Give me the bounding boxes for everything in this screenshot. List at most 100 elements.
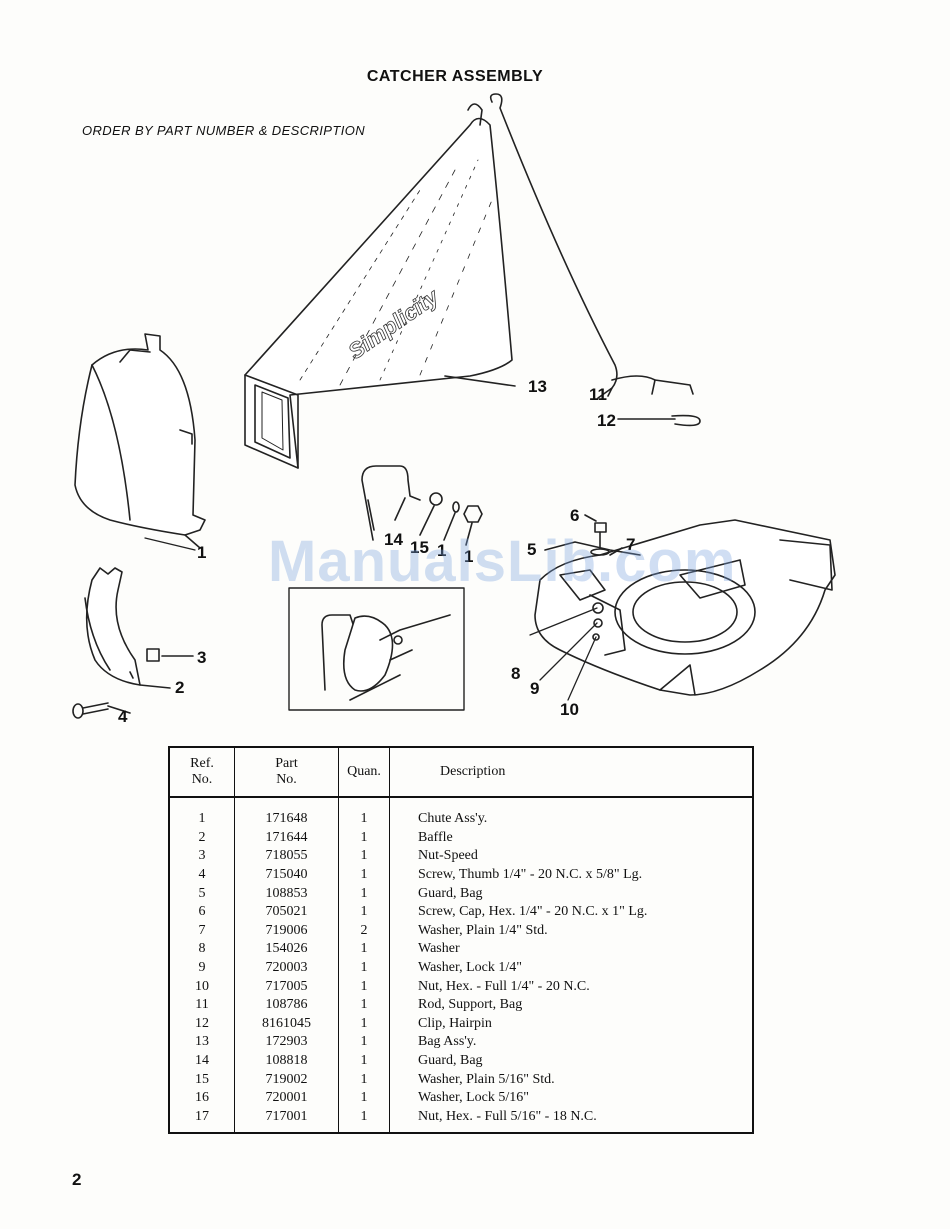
- cell-quan: 1: [338, 828, 390, 848]
- cell-ref-no: 16: [169, 1088, 235, 1108]
- cell-ref-no: 11: [169, 995, 235, 1015]
- cell-description: Nut, Hex. - Full 1/4" - 20 N.C.: [418, 978, 590, 994]
- cell-description: Baffle: [418, 829, 453, 845]
- cell-quan: 1: [338, 884, 390, 903]
- cap-screw-drawing: [544, 514, 641, 556]
- detail-inset-drawing: [288, 587, 465, 711]
- callout-8: 8: [511, 664, 520, 683]
- cell-quan: 1: [338, 1070, 390, 1089]
- cell-description: Bag Ass'y.: [418, 1034, 477, 1050]
- cell-description: Guard, Bag: [418, 885, 483, 901]
- cell-part-no: 715040: [234, 865, 339, 885]
- thumb-screw-drawing: [72, 702, 131, 719]
- cell-quan: 1: [338, 1033, 390, 1052]
- cell-ref-no: 8: [169, 940, 235, 959]
- cell-ref-no: 5: [169, 884, 235, 903]
- cell-ref-no: 4: [169, 865, 235, 885]
- cell-description: Washer, Lock 1/4": [418, 960, 522, 976]
- callout-7: 7: [626, 535, 635, 554]
- cell-part-no: 171648: [234, 797, 339, 829]
- bag-guard-drawing: [361, 465, 483, 546]
- cell-quan: 1: [338, 1107, 390, 1134]
- callout-16: 1: [437, 541, 446, 560]
- header-ref-no: Ref.No.: [169, 747, 235, 798]
- cell-part-no: 108786: [234, 995, 339, 1015]
- cell-ref-no: 17: [169, 1107, 235, 1134]
- cell-description: Screw, Thumb 1/4" - 20 N.C. x 5/8" Lg.: [418, 867, 643, 883]
- cell-ref-no: 1: [169, 797, 235, 829]
- cell-part-no: 719006: [234, 921, 339, 941]
- cell-part-no: 172903: [234, 1033, 339, 1052]
- callout-12: 12: [597, 411, 616, 430]
- cell-part-no: 108818: [234, 1051, 339, 1071]
- cell-part-no: 718055: [234, 847, 339, 866]
- cell-ref-no: 6: [169, 902, 235, 922]
- cell-description: Washer: [418, 941, 460, 957]
- cell-part-no: 8161045: [234, 1014, 339, 1034]
- cell-description: Clip, Hairpin: [418, 1015, 492, 1031]
- callout-3: 3: [197, 648, 206, 667]
- cell-part-no: 108853: [234, 884, 339, 903]
- callout-6: 6: [570, 506, 579, 525]
- cell-ref-no: 3: [169, 847, 235, 866]
- cell-description: Nut, Hex. - Full 5/16" - 18 N.C.: [418, 1108, 597, 1124]
- hairpin-clip-drawing: [617, 414, 701, 427]
- cell-description: Guard, Bag: [418, 1053, 483, 1069]
- callout-10: 10: [560, 700, 579, 719]
- cell-quan: 1: [338, 1014, 390, 1034]
- cell-ref-no: 12: [169, 1014, 235, 1034]
- rod-support-drawing: [489, 93, 694, 399]
- cell-description: Washer, Plain 1/4" Std.: [418, 922, 548, 938]
- cell-quan: 1: [338, 1088, 390, 1108]
- page-number: 2: [72, 1170, 82, 1189]
- cell-ref-no: 7: [169, 921, 235, 941]
- cell-quan: 1: [338, 865, 390, 885]
- cell-description: Chute Ass'y.: [418, 811, 488, 827]
- cell-quan: 1: [338, 940, 390, 959]
- cell-quan: 1: [338, 1051, 390, 1071]
- cell-quan: 1: [338, 958, 390, 978]
- cell-ref-no: 14: [169, 1051, 235, 1071]
- callout-5: 5: [527, 540, 536, 559]
- cell-part-no: 705021: [234, 902, 339, 922]
- callout-2: 2: [175, 678, 184, 697]
- cell-part-no: 720003: [234, 958, 339, 978]
- cell-quan: 2: [338, 921, 390, 941]
- exploded-parts-diagram: Simplicity 1 2 3 4 5 6 7 8 9 10 11 12 13…: [72, 93, 836, 726]
- cell-quan: 1: [338, 995, 390, 1015]
- cell-part-no: 154026: [234, 940, 339, 959]
- order-instruction: ORDER BY PART NUMBER & DESCRIPTION: [82, 123, 366, 138]
- cell-quan: 1: [338, 797, 390, 829]
- cell-quan: 1: [338, 977, 390, 996]
- chute-assembly-drawing: [74, 333, 206, 549]
- callout-14: 14: [384, 530, 403, 549]
- cell-part-no: 720001: [234, 1088, 339, 1108]
- page-title: CATCHER ASSEMBLY: [366, 68, 544, 85]
- cell-part-no: 171644: [234, 828, 339, 848]
- callout-9: 9: [530, 679, 539, 698]
- cell-description: Washer, Lock 5/16": [418, 1090, 529, 1106]
- cell-part-no: 719002: [234, 1070, 339, 1089]
- header-description: Description: [389, 747, 753, 798]
- cell-ref-no: 2: [169, 828, 235, 848]
- cell-part-no: 717005: [234, 977, 339, 996]
- cell-ref-no: 10: [169, 977, 235, 996]
- callout-15: 15: [410, 538, 429, 557]
